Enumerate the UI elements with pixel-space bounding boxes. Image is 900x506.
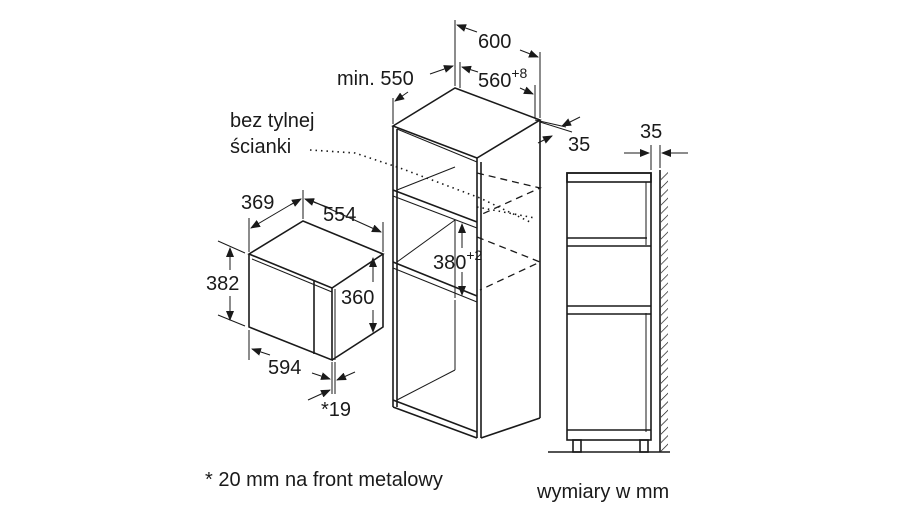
- microwave-dimensions: [217, 190, 384, 401]
- dim-front-depth: *19: [321, 399, 351, 421]
- label-no-back-wall-2: ścianki: [230, 136, 291, 158]
- dim-cabinet-width: 600: [478, 31, 511, 53]
- cabinet-dimensions: [392, 20, 581, 296]
- dim-niche-height: 380+2: [433, 247, 483, 274]
- dim-front-width: 594: [268, 357, 301, 379]
- dim-min-depth: min. 550: [337, 68, 414, 90]
- dim-appliance-width-top: 554: [323, 204, 356, 226]
- side-view: [548, 145, 688, 453]
- microwave-appliance: [247, 220, 385, 362]
- tall-cabinet: [309, 87, 543, 439]
- label-no-back-wall-1: bez tylnej: [230, 110, 315, 132]
- dim-wall-gap: 35: [640, 121, 662, 143]
- dim-appliance-depth: 369: [241, 192, 274, 214]
- footnote: * 20 mm na front metalowy: [205, 469, 443, 491]
- dim-niche-width: 560+8: [478, 65, 528, 92]
- dim-body-height: 360: [341, 287, 374, 309]
- dim-appliance-height: 382: [206, 273, 239, 295]
- units-note: wymiary w mm: [536, 481, 669, 503]
- dim-side-gap: 35: [568, 134, 590, 156]
